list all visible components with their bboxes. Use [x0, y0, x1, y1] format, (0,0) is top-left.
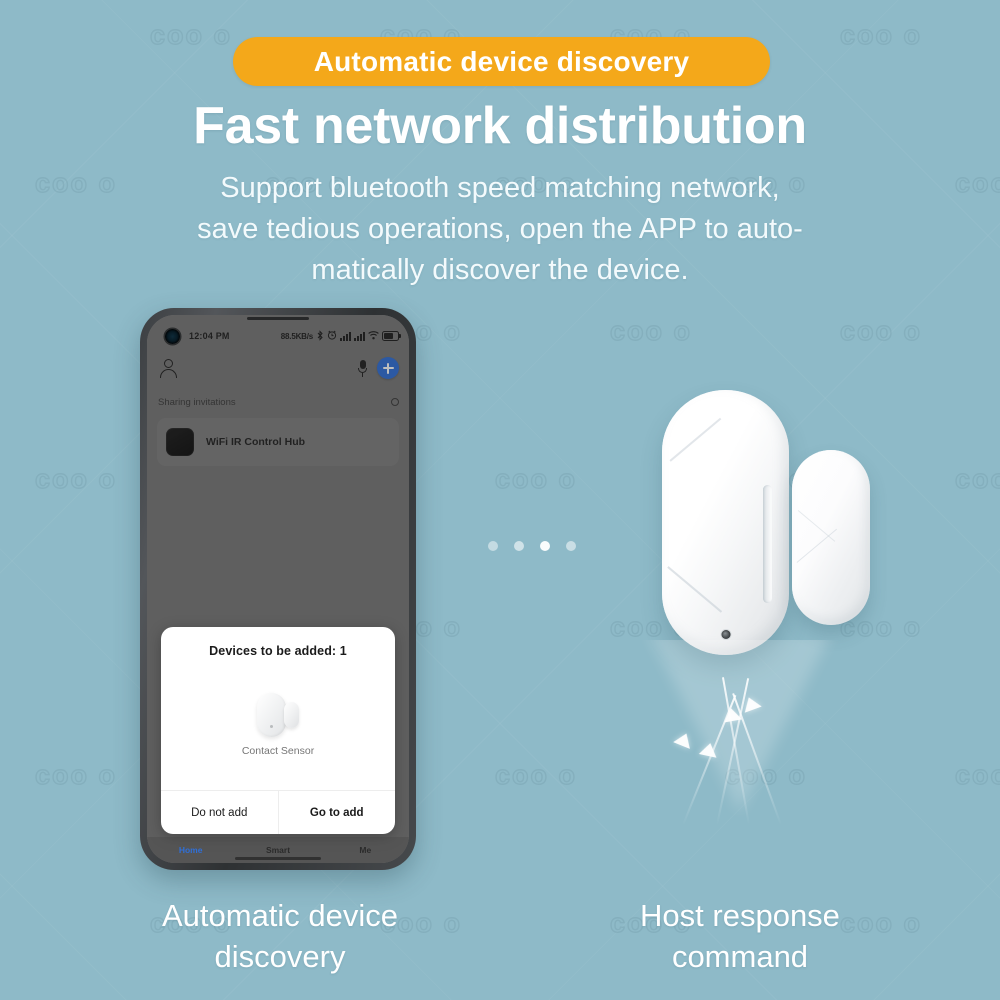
caption-right: Host response command: [570, 895, 910, 977]
more-options-icon[interactable]: [391, 398, 399, 406]
modal-device-name: Contact Sensor: [241, 745, 315, 757]
caption-left-line-1: Automatic device: [161, 898, 399, 933]
page-subtitle: Support bluetooth speed matching network…: [120, 168, 880, 291]
subtitle-line-2: save tedious operations, open the APP to…: [197, 213, 803, 245]
connection-dots: [488, 538, 588, 554]
section-badge-label: Automatic device discovery: [313, 45, 690, 77]
alarm-icon: [327, 330, 337, 342]
nav-item-me[interactable]: Me: [359, 845, 372, 855]
nav-item-smart[interactable]: Smart: [265, 845, 291, 855]
watermark-text: coo o: [839, 907, 922, 938]
go-to-add-button[interactable]: Go to add: [309, 806, 364, 819]
nav-item-home[interactable]: Home: [178, 845, 203, 855]
modal-button-divider: [277, 791, 279, 834]
sensor-seam-bottom: [667, 566, 723, 613]
watermark-text: coo o: [724, 167, 807, 198]
bluetooth-icon: [316, 329, 324, 343]
watermark-text: coo o: [0, 19, 2, 51]
earpiece-speaker: [247, 317, 309, 320]
sensor-body-shape: [257, 693, 286, 737]
watermark-text: coo o: [149, 19, 232, 50]
section-badge: Automatic device discovery: [233, 37, 770, 86]
modal-body: Contact Sensor: [161, 658, 395, 790]
watermark-text: coo o: [34, 759, 117, 790]
caption-right-line-1: Host response: [640, 898, 840, 933]
signal-bars-icon: [354, 331, 365, 341]
magnet-seam-top: [797, 510, 836, 543]
add-device-button[interactable]: [377, 357, 399, 379]
connection-dot: [488, 541, 498, 551]
connection-dot: [540, 541, 550, 551]
subtitle-line-1: Support bluetooth speed matching network…: [220, 172, 780, 204]
watermark-text: coo o: [494, 759, 577, 790]
watermark-text: coo o: [609, 907, 692, 938]
phone-mockup: 12:04 PM 88.5KB/s: [140, 308, 416, 870]
watermark-text: coo o: [609, 315, 692, 346]
page-title: Fast network distribution: [193, 97, 807, 155]
device-thumbnail: [166, 428, 194, 456]
watermark-text: coo o: [954, 463, 1000, 494]
watermark-text: coo o: [0, 315, 2, 347]
watermark-text: coo o: [0, 611, 2, 643]
subtitle-line-3: matically discover the device.: [311, 254, 689, 286]
caption-left: Automatic device discovery: [110, 895, 450, 977]
sensor-magnet-shape: [284, 702, 299, 728]
connection-dot: [514, 541, 524, 551]
battery-icon: [382, 331, 401, 341]
do-not-add-button[interactable]: Do not add: [191, 806, 248, 819]
magnet-seam-bottom: [796, 528, 838, 564]
network-speed-label: 88.5KB/s: [280, 331, 313, 341]
person-icon[interactable]: [158, 358, 178, 378]
device-card[interactable]: WiFi IR Control Hub: [157, 418, 399, 466]
add-device-modal: Devices to be added: 1 Contact Sensor Do…: [161, 627, 395, 834]
front-camera: [165, 329, 180, 344]
status-bar: 12:04 PM 88.5KB/s: [147, 326, 409, 346]
connection-dot: [566, 541, 576, 551]
app-screen: 12:04 PM 88.5KB/s: [147, 315, 409, 863]
watermark-text: coo o: [0, 907, 2, 939]
home-indicator: [235, 857, 321, 860]
watermark-text: coo o: [264, 167, 347, 198]
sensor-led-indicator: [721, 630, 730, 639]
caption-left-line-2: discovery: [214, 939, 346, 974]
caption-right-line-2: command: [671, 939, 809, 974]
device-card-name: WiFi IR Control Hub: [206, 436, 306, 448]
sensor-seam-top: [669, 417, 722, 462]
microphone-icon[interactable]: [358, 359, 367, 377]
watermark-text: coo o: [379, 907, 462, 938]
status-bar-time: 12:04 PM: [189, 331, 230, 341]
wifi-icon: [368, 330, 379, 342]
signal-beam: [620, 640, 860, 825]
status-bar-icons: 88.5KB/s: [280, 329, 401, 343]
watermark-text: coo o: [839, 19, 922, 50]
watermark-text: coo o: [839, 315, 922, 346]
sensor-ridge: [763, 485, 772, 603]
sharing-invitations-label: Sharing invitations: [158, 397, 236, 408]
watermark-text: coo o: [954, 759, 1000, 790]
phone-screen: 12:04 PM 88.5KB/s: [147, 315, 409, 863]
app-top-bar-actions: [358, 357, 399, 379]
watermark-text: coo o: [34, 167, 117, 198]
sensor-body: [662, 390, 789, 655]
contact-sensor-icon: [251, 691, 305, 739]
sensor-led-dot: [270, 725, 273, 728]
watermark-text: coo o: [494, 463, 577, 494]
contact-sensor-product: [640, 380, 890, 680]
signal-cone: [648, 640, 832, 812]
app-top-bar: [147, 351, 409, 385]
watermark-text: coo o: [149, 907, 232, 938]
signal-bars-icon: [340, 331, 351, 341]
watermark-text: coo o: [494, 167, 577, 198]
watermark-text: coo o: [954, 167, 1000, 198]
magnet-piece: [792, 450, 870, 625]
watermark-text: coo o: [34, 463, 117, 494]
modal-title: Devices to be added: 1: [209, 644, 347, 658]
modal-actions: Do not add Go to add: [161, 790, 395, 834]
